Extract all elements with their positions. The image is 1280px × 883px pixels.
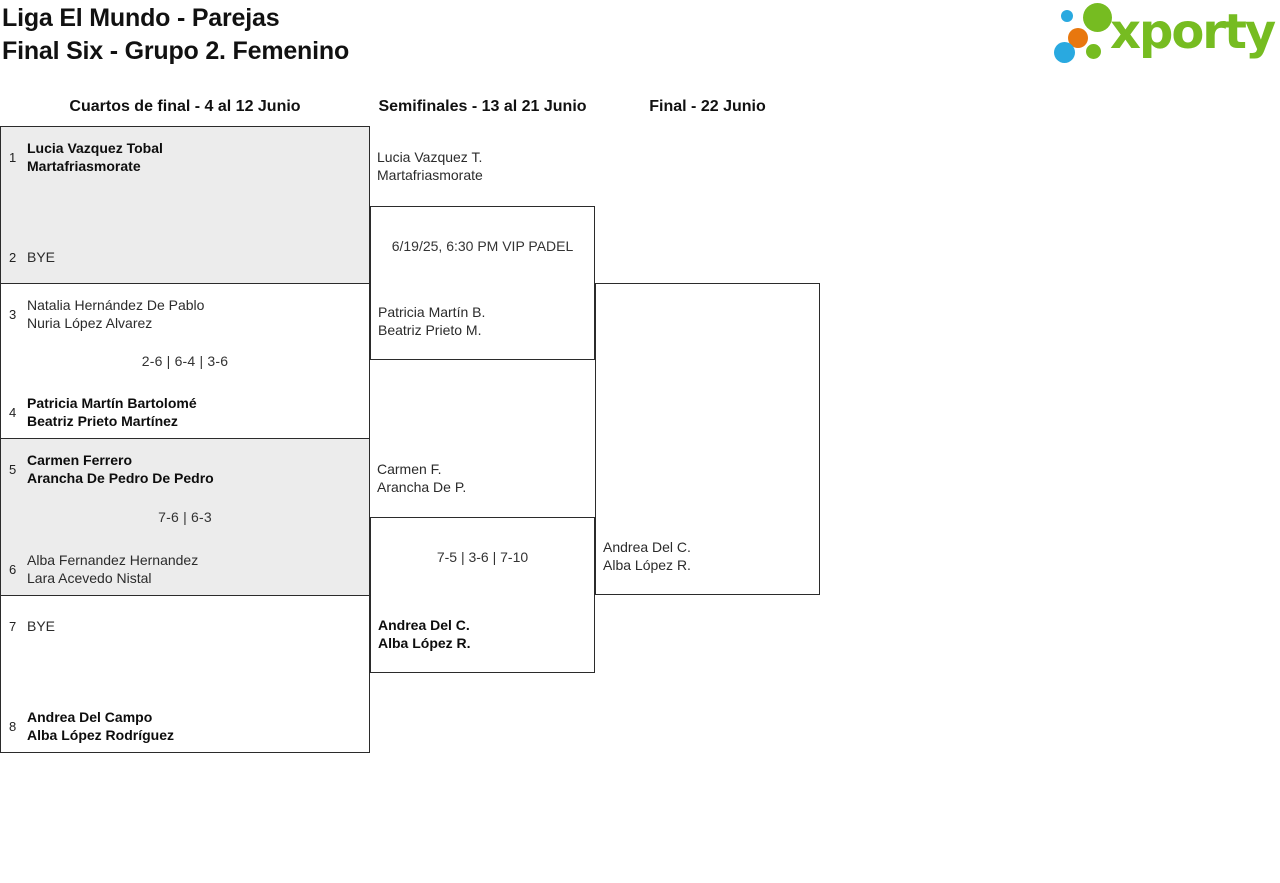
match-slot: 2 BYE [9, 239, 359, 275]
match-slot: 5 Carmen Ferrero Arancha De Pedro De Ped… [9, 451, 359, 487]
logo-dot-green-small-icon [1086, 44, 1101, 59]
team-names: Andrea Del Campo Alba López Rodríguez [27, 708, 174, 744]
semifinal-2-bottom-team: Andrea Del C. Alba López R. [378, 616, 471, 652]
match-quarterfinal-1[interactable]: 1 Lucia Vazquez Tobal Martafriasmorate 2… [0, 126, 370, 284]
player-name: Martafriasmorate [377, 167, 483, 183]
seed-number: 7 [9, 618, 17, 634]
seed-number: 6 [9, 561, 17, 577]
seed-number: 4 [9, 404, 17, 420]
match-score: 7-5 | 3-6 | 7-10 [436, 549, 529, 565]
team-names: Carmen Ferrero Arancha De Pedro De Pedro [27, 451, 214, 487]
player-name: Andrea Del Campo [27, 709, 153, 725]
tournament-name: Liga El Mundo - Parejas [2, 4, 280, 32]
player-name: Lucia Vazquez Tobal [27, 140, 163, 156]
seed-number: 2 [9, 249, 17, 265]
logo-dot-blue-large-icon [1054, 42, 1075, 63]
logo-dot-blue-small-icon [1061, 10, 1073, 22]
semifinal-1-top-team: Lucia Vazquez T. Martafriasmorate [377, 148, 483, 184]
player-name: BYE [27, 249, 56, 265]
match-quarterfinal-4[interactable]: 7 BYE 8 Andrea Del Campo Alba López Rodr… [0, 595, 370, 753]
player-name: Alba Fernandez Hernandez [27, 552, 199, 568]
player-name: Alba López Rodríguez [27, 727, 174, 743]
match-semifinal-1[interactable]: 6/19/25, 6:30 PM VIP PADEL Patricia Mart… [370, 206, 595, 360]
round-header-final: Final - 22 Junio [649, 98, 766, 115]
player-name: Martafriasmorate [27, 158, 141, 174]
player-name: Lucia Vazquez T. [377, 149, 483, 165]
player-name: Arancha De P. [377, 479, 467, 495]
player-name: Patricia Martín Bartolomé [27, 395, 197, 411]
seed-number: 5 [9, 461, 17, 477]
match-semifinal-2[interactable]: 7-5 | 3-6 | 7-10 Andrea Del C. Alba Lópe… [370, 517, 595, 673]
team-names: Lucia Vazquez Tobal Martafriasmorate [27, 139, 163, 175]
player-name: BYE [27, 618, 56, 634]
match-quarterfinal-3[interactable]: 5 Carmen Ferrero Arancha De Pedro De Ped… [0, 438, 370, 596]
match-slot: 3 Natalia Hernández De Pablo Nuria López… [9, 296, 359, 332]
player-name: Alba López R. [378, 635, 471, 651]
player-name: Andrea Del C. [378, 617, 470, 633]
player-name: Beatriz Prieto M. [378, 322, 482, 338]
seed-number: 3 [9, 306, 17, 322]
player-name: Carmen Ferrero [27, 452, 133, 468]
match-slot: 4 Patricia Martín Bartolomé Beatriz Prie… [9, 394, 359, 430]
team-names: Alba Fernandez Hernandez Lara Acevedo Ni… [27, 551, 198, 587]
player-name: Carmen F. [377, 461, 442, 477]
player-name: Andrea Del C. [603, 539, 691, 555]
page-title: Liga El Mundo - Parejas Final Six - Grup… [2, 2, 349, 68]
semifinal-1-bottom-team: Patricia Martín B. Beatriz Prieto M. [378, 303, 485, 339]
match-slot: 7 BYE [9, 608, 359, 644]
final-bottom-team: Andrea Del C. Alba López R. [603, 538, 691, 574]
player-name: Patricia Martín B. [378, 304, 486, 320]
player-name: Nuria López Alvarez [27, 315, 153, 331]
team-names: Natalia Hernández De Pablo Nuria López A… [27, 296, 204, 332]
logo-dot-green-large-icon [1083, 3, 1112, 32]
player-name: Lara Acevedo Nistal [27, 570, 152, 586]
team-names: Patricia Martín Bartolomé Beatriz Prieto… [27, 394, 197, 430]
seed-number: 1 [9, 149, 17, 165]
logo-wordmark: xporty [1110, 4, 1276, 60]
tournament-stage: Final Six - Grupo 2. Femenino [2, 37, 350, 65]
player-name: Beatriz Prieto Martínez [27, 413, 178, 429]
match-score: 2-6 | 6-4 | 3-6 [141, 353, 229, 369]
xporty-logo[interactable]: xporty [1048, 0, 1280, 72]
match-slot: 6 Alba Fernandez Hernandez Lara Acevedo … [9, 551, 359, 587]
logo-dot-orange-icon [1068, 28, 1088, 48]
round-header-quarterfinals: Cuartos de final - 4 al 12 Junio [69, 98, 301, 115]
player-name: Alba López R. [603, 557, 691, 573]
match-slot: 8 Andrea Del Campo Alba López Rodríguez [9, 708, 359, 744]
team-names: BYE [27, 617, 55, 635]
semifinal-2-top-team: Carmen F. Arancha De P. [377, 460, 466, 496]
player-name: Arancha De Pedro De Pedro [27, 470, 214, 486]
match-quarterfinal-2[interactable]: 3 Natalia Hernández De Pablo Nuria López… [0, 283, 370, 439]
round-header-semifinals: Semifinales - 13 al 21 Junio [378, 98, 587, 115]
seed-number: 8 [9, 718, 17, 734]
match-final[interactable]: Andrea Del C. Alba López R. [595, 283, 820, 595]
match-slot: 1 Lucia Vazquez Tobal Martafriasmorate [9, 139, 359, 175]
match-schedule: 6/19/25, 6:30 PM VIP PADEL [391, 238, 574, 254]
player-name: Natalia Hernández De Pablo [27, 297, 205, 313]
team-names: BYE [27, 248, 55, 266]
match-score: 7-6 | 6-3 [158, 509, 212, 525]
